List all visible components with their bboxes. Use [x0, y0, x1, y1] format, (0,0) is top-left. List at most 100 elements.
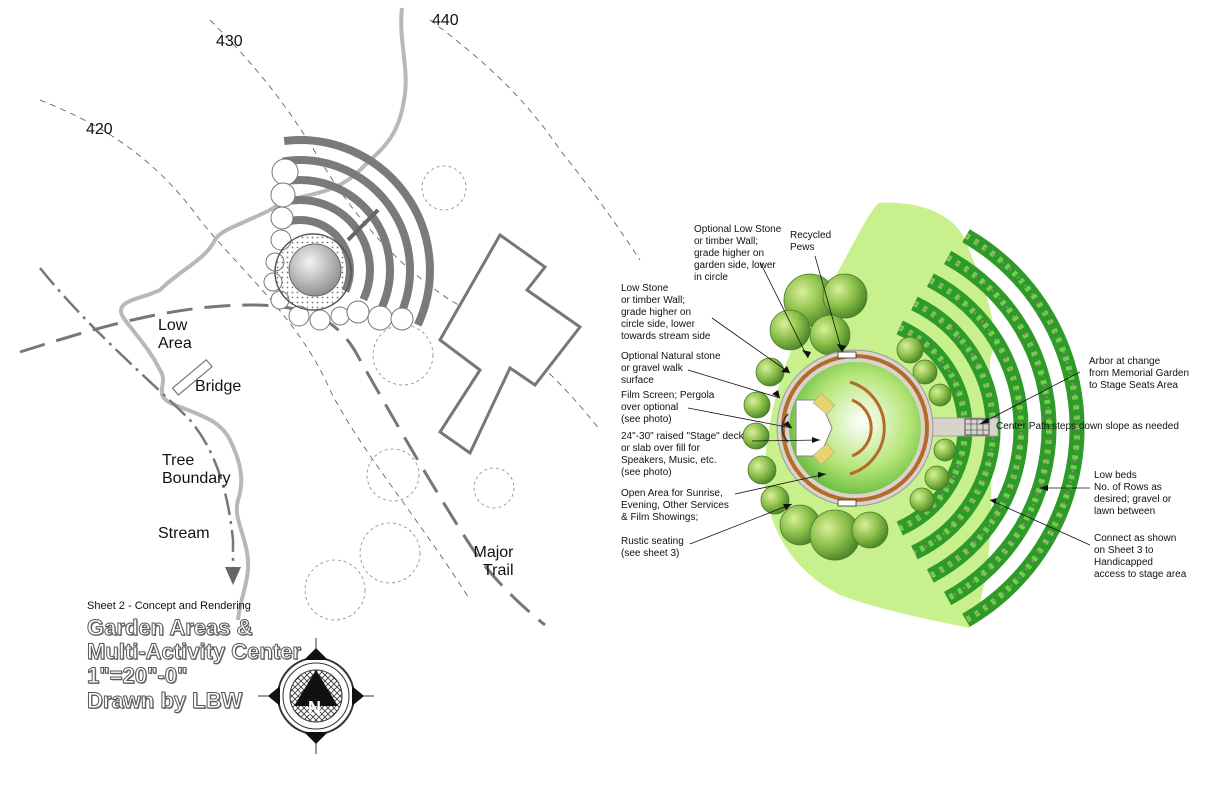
plan-seat-arc	[283, 196, 374, 302]
note-line: (see photo)	[621, 467, 672, 478]
note-line: (see photo)	[621, 414, 672, 425]
plan-tree-circle	[309, 309, 331, 331]
note-line: grade higher on	[621, 307, 692, 318]
note-connect: Connect as shown on Sheet 3 to Handicapp…	[1094, 533, 1186, 581]
note-low-stone-wall: Low Stone or timber Wall; grade higher o…	[621, 283, 710, 343]
contour-label-420: 420	[86, 121, 113, 138]
note-stage-deck: 24"-30" raised "Stage" deck or slab over…	[621, 431, 744, 479]
low-area-line-2: Area	[158, 335, 192, 353]
bridge-label: Bridge	[195, 378, 242, 395]
note-line: Low beds	[1094, 470, 1137, 481]
callout-leaders	[687, 255, 1091, 546]
note-line: towards stream side	[621, 331, 711, 342]
note-line: access to stage area	[1094, 569, 1187, 580]
stream-line	[119, 7, 408, 621]
plan-seat-arc	[283, 136, 434, 327]
note-line: lawn between	[1094, 506, 1156, 517]
plan-tree-circle	[270, 206, 294, 230]
tree-boundary-label: Tree Boundary	[162, 452, 231, 489]
rendered-tree	[742, 422, 770, 450]
tree-boundary-line-2: Boundary	[162, 470, 231, 488]
note-line: & Film Showings;	[621, 512, 699, 523]
stage-steps-top	[812, 393, 836, 415]
note-line: Recycled	[790, 230, 832, 241]
note-film-screen: Film Screen; Pergola over optional (see …	[621, 390, 714, 426]
inner-seat-arc-1	[849, 380, 886, 476]
note-line: Connect as shown	[1094, 533, 1177, 544]
rendered-tree	[851, 511, 889, 549]
plan-seat-arc	[282, 156, 414, 319]
note-line: Film Screen; Pergola	[621, 390, 715, 401]
contour-label-430: 430	[216, 33, 243, 50]
rendered-tree	[747, 455, 777, 485]
note-line: Speakers, Music, etc.	[621, 455, 717, 466]
note-line: Open Area for Sunrise,	[621, 488, 723, 499]
rendered-tree	[924, 465, 950, 491]
major-trail-line-2: Trail	[483, 562, 514, 580]
title-line-4: Drawn by LBW	[87, 687, 243, 713]
north-arrow	[258, 638, 374, 754]
arbor-grid	[965, 419, 989, 435]
sheet-label: Sheet 2 - Concept and Rendering	[87, 600, 251, 612]
tree-boundary-line-1: Tree	[162, 452, 195, 469]
rendered-tree	[928, 383, 952, 407]
note-line: on Sheet 3 to	[1094, 545, 1154, 556]
note-line: Low Stone	[621, 283, 669, 294]
plan-center-path	[346, 208, 380, 242]
stage-steps-bottom	[812, 443, 836, 465]
note-line: (see sheet 3)	[621, 548, 680, 559]
plan-center-stage	[288, 243, 342, 297]
plan-tree-circle	[271, 158, 299, 186]
note-line: Optional Low Stone	[694, 224, 782, 235]
bridge-shape	[171, 358, 213, 396]
rendered-tree	[769, 309, 811, 351]
stream-label: Stream	[158, 525, 210, 542]
rendered-trees	[742, 273, 957, 561]
major-trail-label: Major Trail	[473, 544, 514, 581]
note-line: Evening, Other Services	[621, 500, 729, 511]
note-line: 24"-30" raised "Stage" deck	[621, 431, 744, 442]
planting-bed-highlight	[946, 254, 1053, 602]
note-line: or timber Wall;	[621, 295, 686, 306]
note-line: No. of Rows as	[1094, 482, 1162, 493]
note-line: or timber Wall;	[694, 236, 759, 247]
note-line: or gravel walk	[621, 363, 683, 374]
low-area-label: Low Area	[158, 317, 192, 354]
pews-top	[837, 351, 857, 359]
note-line: grade higher on	[694, 248, 765, 259]
note-line: circle side, lower	[621, 319, 695, 330]
planting-bed-flowers	[965, 234, 1079, 622]
note-line: Pews	[790, 242, 815, 253]
note-rustic-seating: Rustic seating (see sheet 3)	[621, 536, 684, 560]
planting-bed-highlight	[929, 277, 1025, 579]
film-screen	[781, 413, 789, 443]
pews-bottom	[837, 499, 857, 507]
note-line: or slab over fill for	[621, 443, 700, 454]
rendered-tree	[909, 487, 935, 513]
note-line: Optional Natural stone	[621, 351, 721, 362]
note-recycled-pews: Recycled Pews	[790, 230, 831, 254]
note-line: from Memorial Garden	[1089, 368, 1190, 379]
seating-arcs-plan	[282, 136, 434, 327]
note-center-path: Center Path steps down slope as needed	[996, 421, 1179, 432]
north-letter: N	[308, 698, 321, 718]
note-optional-low-stone: Optional Low Stone or timber Wall; grade…	[694, 224, 781, 284]
note-line: desired; gravel or	[1094, 494, 1172, 505]
low-area-line-1: Low	[158, 317, 188, 334]
title-line-3: 1"=20"-0"	[87, 663, 188, 689]
rendered-tree	[912, 359, 938, 385]
note-open-area: Open Area for Sunrise, Evening, Other Se…	[621, 488, 729, 524]
major-trail-line-1: Major	[473, 544, 514, 561]
note-natural-stone: Optional Natural stone or gravel walk su…	[621, 351, 721, 387]
note-line: surface	[621, 375, 654, 386]
major-trail-line	[19, 303, 546, 627]
rendered-tree	[822, 273, 868, 319]
plan-tree-circle	[367, 305, 393, 331]
inner-seat-arc-2	[851, 398, 873, 458]
title-line-1: Garden Areas &	[87, 615, 253, 640]
note-line: in circle	[694, 272, 728, 283]
rendered-tree	[933, 438, 957, 462]
plan-tree-circle	[390, 307, 414, 331]
tree-boundary-arrow	[225, 567, 241, 585]
